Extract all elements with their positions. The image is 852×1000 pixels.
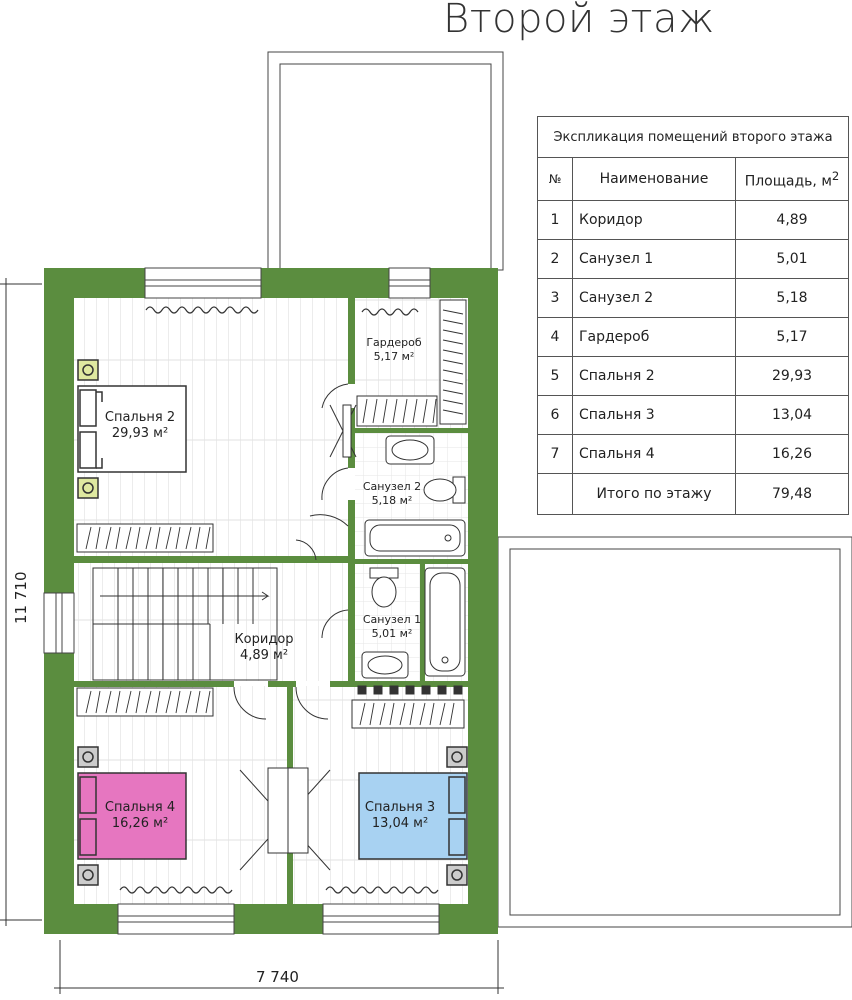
room-name: Коридор — [234, 632, 294, 647]
col-area-text: Площадь, м — [744, 173, 832, 190]
room-area: 4,89 м² — [239, 648, 289, 664]
row-name: Спальня 4 — [572, 434, 736, 474]
row-area: 13,04 — [735, 395, 849, 435]
room-label-wardrobe: Гардероб 5,17 м² — [354, 336, 434, 364]
table-row: 6 Спальня 3 13,04 — [537, 395, 849, 435]
row-area: 5,18 — [735, 278, 849, 318]
room-name: Санузел 2 — [362, 480, 422, 493]
room-area: 5,17 м² — [373, 349, 415, 363]
table-row: 7 Спальня 4 16,26 — [537, 434, 849, 474]
row-name: Спальня 3 — [572, 395, 736, 435]
row-area: 29,93 — [735, 356, 849, 396]
room-name: Спальня 2 — [104, 410, 176, 425]
col-area-header: Площадь, м2 — [735, 157, 849, 201]
row-area: 5,01 — [735, 239, 849, 279]
table-row: 5 Спальня 2 29,93 — [537, 356, 849, 396]
table-caption: Экспликация помещений второго этажа — [537, 116, 849, 158]
room-name: Санузел 1 — [362, 613, 422, 626]
row-num: 5 — [537, 356, 573, 396]
row-name: Спальня 2 — [572, 356, 736, 396]
row-area: 5,17 — [735, 317, 849, 357]
col-area-sup: 2 — [831, 168, 840, 183]
total-value: 79,48 — [735, 473, 849, 515]
table-row: 2 Санузел 1 5,01 — [537, 239, 849, 279]
row-num: 1 — [537, 200, 573, 240]
bed-bedroom2 — [77, 359, 187, 499]
total-row: Итого по этажу 79,48 — [537, 473, 849, 515]
dimension-lines — [0, 278, 504, 994]
bed-bedroom4 — [77, 746, 187, 886]
bathroom-fixtures — [357, 435, 466, 695]
row-name: Коридор — [572, 200, 736, 240]
room-label-bedroom2: Спальня 2 29,93 м² — [90, 410, 190, 443]
dimension-width: 7 740 — [256, 968, 299, 986]
curtains — [119, 306, 439, 894]
room-label-bedroom4: Спальня 4 16,26 м² — [90, 800, 190, 833]
col-num-header: № — [537, 157, 573, 201]
room-label-bath2: Санузел 2 5,18 м² — [352, 480, 432, 508]
staircase — [92, 567, 278, 681]
terrace-right — [497, 536, 852, 928]
bed-bedroom3 — [358, 746, 468, 886]
row-num: 6 — [537, 395, 573, 435]
row-num: 3 — [537, 278, 573, 318]
row-name: Санузел 1 — [572, 239, 736, 279]
doors — [233, 383, 357, 871]
table-row: 4 Гардероб 5,17 — [537, 317, 849, 357]
room-name: Спальня 4 — [104, 800, 176, 815]
room-name: Гардероб — [366, 336, 422, 349]
windows — [43, 267, 440, 935]
row-num: 4 — [537, 317, 573, 357]
table-row: 3 Санузел 2 5,18 — [537, 278, 849, 318]
col-name-header: Наименование — [572, 157, 736, 201]
row-num: 7 — [537, 434, 573, 474]
row-num: 2 — [537, 239, 573, 279]
room-label-bedroom3: Спальня 3 13,04 м² — [350, 800, 450, 833]
balcony-top — [267, 51, 504, 271]
room-name: Спальня 3 — [364, 800, 436, 815]
row-area: 16,26 — [735, 434, 849, 474]
room-area: 5,01 м² — [371, 626, 413, 640]
total-blank — [537, 473, 573, 515]
total-label: Итого по этажу — [572, 473, 736, 515]
room-area: 13,04 м² — [371, 816, 429, 832]
row-name: Санузел 2 — [572, 278, 736, 318]
room-area: 16,26 м² — [111, 816, 169, 832]
row-name: Гардероб — [572, 317, 736, 357]
table-row: 1 Коридор 4,89 — [537, 200, 849, 240]
explication-table: Экспликация помещений второго этажа № На… — [537, 116, 849, 515]
dimension-height: 11 710 — [12, 571, 30, 625]
closet-hangers — [85, 309, 464, 726]
room-area: 29,93 м² — [111, 426, 169, 442]
room-label-bath1: Санузел 1 5,01 м² — [352, 613, 432, 641]
row-area: 4,89 — [735, 200, 849, 240]
corridor-floor — [74, 563, 349, 681]
room-area: 5,18 м² — [371, 493, 413, 507]
room-label-corridor: Коридор 4,89 м² — [214, 632, 314, 665]
page-title: Второй этаж — [443, 0, 715, 42]
